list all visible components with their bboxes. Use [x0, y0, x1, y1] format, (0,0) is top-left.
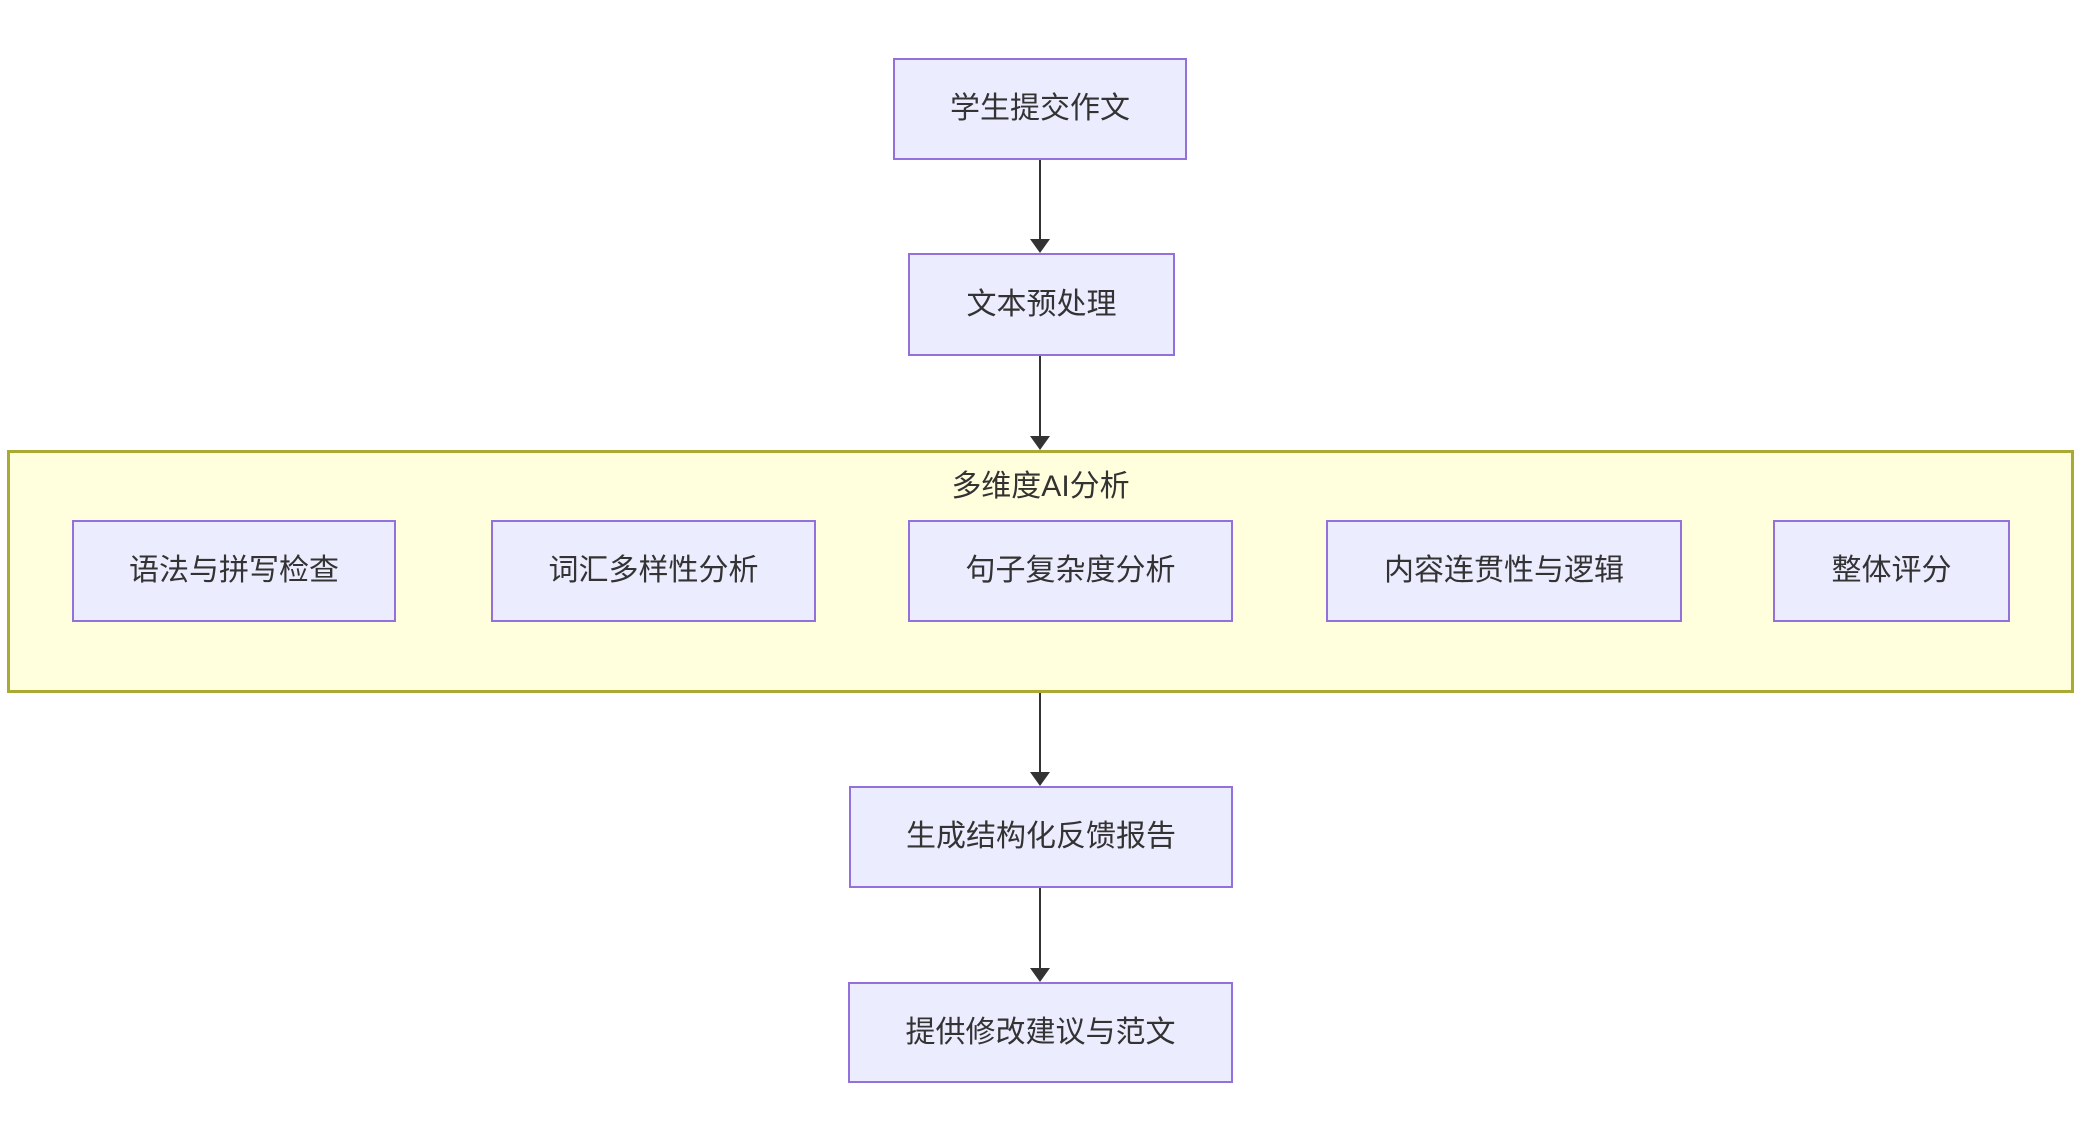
node-overall-score: 整体评分: [1773, 520, 2010, 622]
arrowhead-down-icon: [1030, 239, 1050, 253]
node-label: 文本预处理: [966, 287, 1117, 321]
node-text-preprocess: 文本预处理: [908, 253, 1175, 356]
node-label: 语法与拼写检查: [129, 554, 339, 587]
edge-analysis-to-report: [1039, 693, 1041, 773]
node-label: 学生提交作文: [950, 92, 1130, 125]
arrowhead-down-icon: [1030, 436, 1050, 450]
node-vocab-diversity: 词汇多样性分析: [491, 520, 816, 622]
node-grammar-spell-check: 语法与拼写检查: [72, 520, 396, 622]
edge-submit-to-preprocess: [1039, 160, 1041, 240]
node-label: 内容连贯性与逻辑: [1384, 554, 1624, 587]
node-label: 提供修改建议与范文: [905, 1015, 1176, 1049]
node-label: 生成结构化反馈报告: [906, 820, 1176, 853]
node-coherence-logic: 内容连贯性与逻辑: [1326, 520, 1682, 622]
node-revision-suggestions: 提供修改建议与范文: [848, 982, 1233, 1083]
node-feedback-report: 生成结构化反馈报告: [849, 786, 1233, 888]
node-label: 句子复杂度分析: [965, 554, 1176, 587]
edge-report-to-suggest: [1039, 888, 1041, 969]
node-label: 词汇多样性分析: [548, 554, 759, 587]
node-label: 整体评分: [1831, 554, 1952, 587]
node-sentence-complexity: 句子复杂度分析: [908, 520, 1233, 622]
arrowhead-down-icon: [1030, 968, 1050, 982]
edge-preprocess-to-analysis: [1039, 356, 1041, 437]
subgraph-title: 多维度AI分析: [951, 470, 1130, 503]
arrowhead-down-icon: [1030, 772, 1050, 786]
node-student-submit: 学生提交作文: [893, 58, 1187, 160]
